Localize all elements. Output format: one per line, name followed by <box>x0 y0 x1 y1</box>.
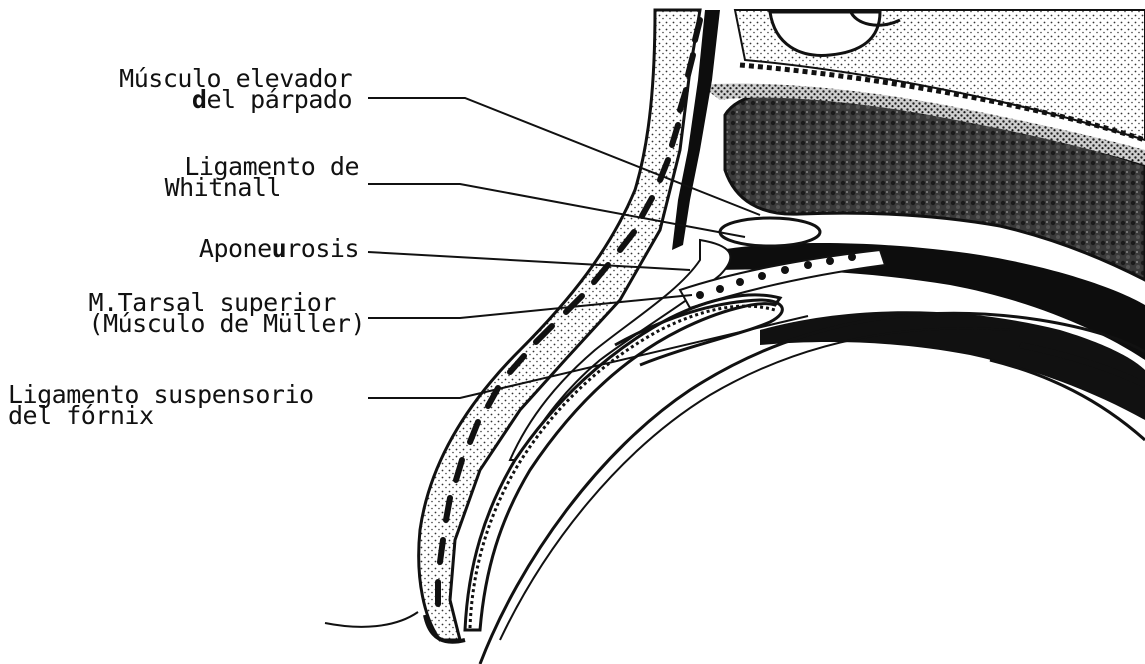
label-muller-line2: (Músculo de Müller) <box>89 313 365 334</box>
label-whitnall-ligament: Ligamento de Whitnall <box>165 156 359 198</box>
label-aponeurosis-bold: u <box>272 234 287 263</box>
label-levator-line2-bold: d <box>192 85 207 114</box>
label-aponeurosis-pre: Apone <box>199 234 272 263</box>
label-fornix-ligament: Ligamento suspensorio del fórnix <box>8 384 314 426</box>
label-whitnall-line2: Whitnall <box>165 177 281 198</box>
label-aponeurosis-line1: Aponeurosis <box>199 238 359 259</box>
label-levator-line2-rest: el párpado <box>206 85 352 114</box>
whitnall-ligament-shape <box>720 218 820 246</box>
label-aponeurosis-post: rosis <box>286 234 359 263</box>
label-levator-muscle: Músculo elevador del párpado <box>119 68 352 110</box>
tarsal-plate <box>465 295 780 630</box>
eyelash <box>325 612 418 627</box>
label-muller-muscle: M.Tarsal superior (Músculo de Müller) <box>89 292 365 334</box>
label-aponeurosis: Aponeurosis <box>199 238 359 259</box>
